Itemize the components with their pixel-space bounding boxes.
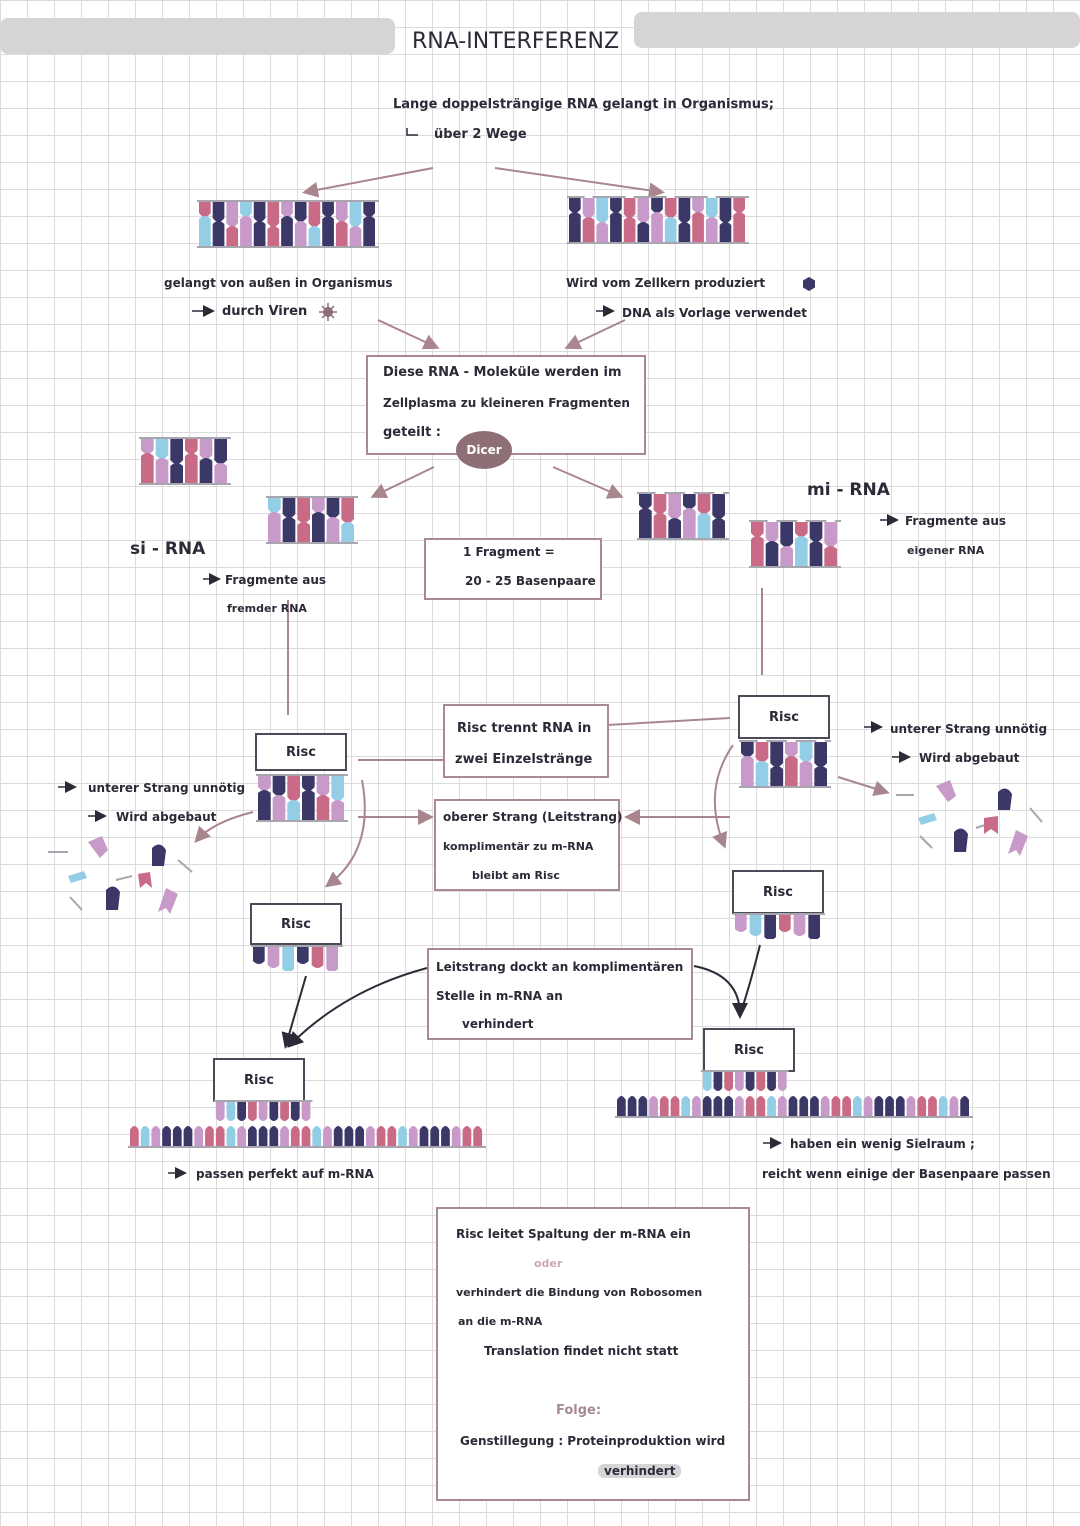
risc-right-bottom: Risc [703,1028,795,1072]
mirna-line-2: eigener RNA [907,544,985,557]
right-path-line-1: Wird vom Zellkern produziert [566,276,766,290]
risc-left-middle-strand [251,945,343,971]
result-line-6: verhindert [598,1462,682,1480]
fragment-line-1: 1 Fragment = [463,545,555,559]
dicer-line-1: Diese RNA - Moleküle werden im [383,365,622,380]
risc-right-upper-dsrna [739,740,831,788]
dicer-line-2: Zellplasma zu kleineren Fragmenten [383,396,630,410]
sirna-fragment-icon [266,496,358,544]
dsrna-left-icon [197,200,379,248]
left-path-line-2: durch Viren [222,304,308,319]
result-line-6-highlight: verhindert [598,1464,682,1478]
mirna-line-1: Fragmente aus [905,514,1007,528]
guide-line-2: komplimentär zu m-RNA [443,840,594,853]
intro-line-1: Lange doppelsträngige RNA gelangt in Org… [393,97,774,112]
left-degrade-line-1: unterer Strang unnötig [88,781,246,795]
risc-left-middle: Risc [250,903,342,945]
right-degrade-line-1: unterer Strang unnötig [890,722,1048,736]
left-match-text: passen perfekt auf m-RNA [196,1167,374,1181]
risc-right-middle: Risc [732,870,824,914]
dsrna-right-icon [567,196,749,244]
header-banner-right [634,12,1080,48]
dicer-line-3: geteilt : [383,425,442,440]
right-match-line-2: reicht wenn einige der Basenpaare passen [762,1167,1051,1181]
dicer-enzyme: Dicer [456,431,512,469]
risc-left-bottom: Risc [213,1058,305,1102]
sirna-title: si - RNA [130,539,206,559]
sirna-line-2: fremder RNA [227,602,307,615]
nucleus-icon [803,277,815,291]
left-degrade-line-2: Wird abgebaut [116,810,217,824]
result-line-2: verhindert die Bindung von Robosomen [456,1286,703,1299]
mrna-left [128,1100,486,1148]
result-line-3: an die m-RNA [458,1315,543,1328]
right-match-line-1: haben ein wenig Sielraum ; [790,1137,975,1151]
risc-split-line-1: Risc trennt RNA in [457,721,592,736]
mrna-right [615,1070,973,1118]
left-path-line-1: gelangt von außen in Organismus [164,276,393,290]
sirna-line-1: Fragmente aus [225,573,327,587]
mirna-fragment-icon-1 [637,492,729,540]
guide-line-3: bleibt am Risc [472,869,560,882]
risc-right-middle-strand [733,913,825,939]
result-line-1: Risc leitet Spaltung der m-RNA ein [456,1227,691,1241]
result-folge: Folge: [556,1403,602,1418]
right-path-line-2: DNA als Vorlage verwendet [622,306,808,320]
guide-strand-box [434,799,620,891]
dock-line-3: verhindert [462,1017,534,1031]
fragment-size-box [424,538,602,600]
result-line-4: Translation findet nicht statt [484,1344,679,1358]
mirna-fragment-icon-2 [749,520,841,568]
degraded-nucleotides-left [48,836,193,914]
header-banner-left [0,18,395,54]
page-title: RNA-INTERFERENZ [412,29,620,54]
right-degrade-line-2: Wird abgebaut [919,751,1020,765]
guide-line-1: oberer Strang (Leitstrang) [443,810,623,824]
risc-split-box [443,704,609,778]
result-line-5: Genstillegung : Proteinproduktion wird [460,1434,726,1448]
intro-line-2: über 2 Wege [434,127,527,142]
risc-right-upper: Risc [738,695,830,739]
fragment-line-2: 20 - 25 Basenpaare [465,574,596,588]
risc-split-line-2: zwei Einzelstränge [455,752,593,767]
risc-left-upper: Risc [255,733,347,771]
docking-box [427,948,693,1040]
fragment-icon-topleft [139,437,231,485]
virus-icon [319,303,337,321]
result-box [436,1207,750,1501]
mirna-title: mi - RNA [807,480,890,500]
dock-line-2: Stelle in m-RNA an [436,989,563,1003]
degraded-nucleotides-right [896,780,1043,856]
risc-left-upper-dsrna [256,774,348,822]
result-or: oder [534,1257,563,1270]
dock-line-1: Leitstrang dockt an komplimentären [436,960,684,974]
